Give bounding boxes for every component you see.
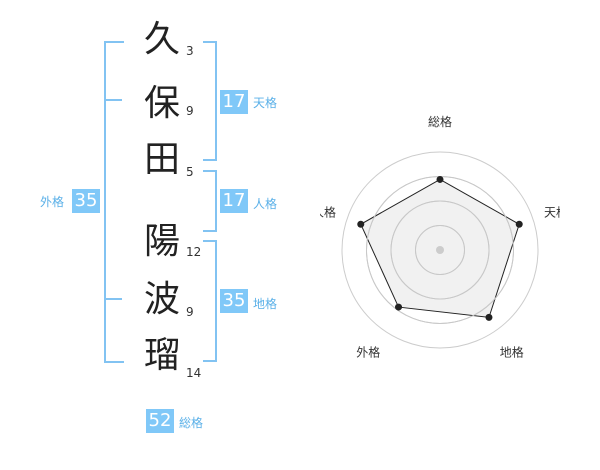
chikaku-badge: 35 — [220, 289, 248, 313]
name-char: 陽 — [143, 221, 180, 262]
tenkaku-badge: 17 — [220, 90, 248, 114]
radar-center-dot — [436, 246, 444, 254]
radar-ring-overlay — [390, 200, 490, 300]
jinkaku-badge: 17 — [220, 189, 248, 213]
gaikaku-bracket-tick — [104, 99, 122, 101]
radar-point — [357, 220, 365, 228]
radar-axis-label: 総格 — [428, 114, 452, 129]
radar-axis-label: 外格 — [356, 345, 380, 360]
stroke-count: 5 — [186, 165, 194, 179]
name-char: 保 — [143, 83, 180, 124]
name-char: 田 — [143, 139, 180, 180]
gaikaku-bracket — [104, 41, 124, 363]
stroke-count: 3 — [186, 44, 194, 58]
jinkaku-bracket — [203, 170, 217, 232]
radar-point — [515, 220, 523, 228]
chikaku-label: 地格 — [253, 297, 278, 311]
chikaku-bracket — [203, 240, 217, 362]
soukaku-badge: 52 — [146, 409, 174, 433]
stroke-count: 14 — [186, 366, 202, 380]
stroke-count: 12 — [186, 245, 202, 259]
radar-ring — [341, 151, 539, 349]
gaikaku-badge: 35 — [72, 189, 100, 213]
stroke-count: 9 — [186, 104, 194, 118]
tenkaku-label: 天格 — [253, 96, 278, 110]
name-char: 久 — [143, 19, 180, 60]
soukaku-label: 総格 — [179, 416, 204, 430]
jinkaku-label: 人格 — [253, 197, 278, 211]
name-char: 瑠 — [143, 335, 180, 376]
radar-axis-label: 天格 — [544, 204, 560, 219]
gaikaku-label: 外格 — [40, 195, 65, 209]
radar-ring-overlay — [415, 225, 465, 275]
gaikaku-bracket-tick — [104, 298, 122, 300]
stroke-count: 9 — [186, 305, 194, 319]
radar-point — [395, 303, 403, 311]
name-char: 波 — [143, 279, 180, 320]
radar-chart: 総格天格地格 外格 人格 — [320, 114, 560, 360]
radar-point — [436, 175, 444, 183]
radar-axis-label: 人格 — [320, 204, 336, 219]
tenkaku-bracket — [203, 41, 217, 161]
radar-point — [485, 313, 493, 321]
radar-axis-label: 地格 — [500, 345, 524, 360]
